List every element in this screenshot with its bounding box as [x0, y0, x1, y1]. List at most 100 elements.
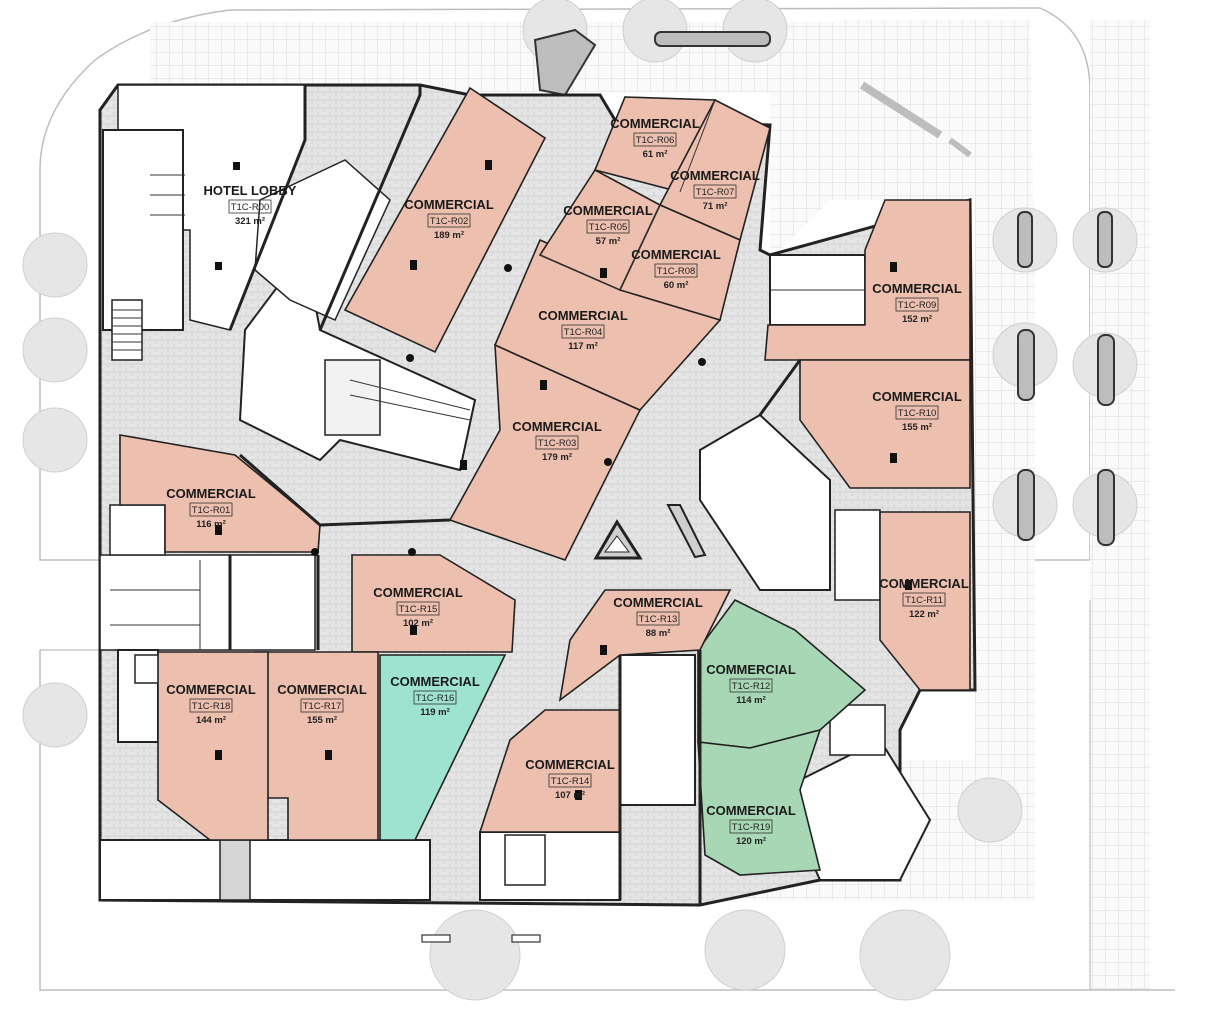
unit-area: 107 m²: [555, 790, 585, 801]
unit-area: 189 m²: [434, 230, 464, 241]
unit-r18[interactable]: [157, 651, 269, 841]
column: [410, 625, 417, 635]
unit-r02[interactable]: [343, 86, 547, 354]
unit-code: T1C-R11: [905, 595, 943, 606]
planter: [533, 28, 597, 97]
unit-name: COMMERCIAL: [631, 247, 721, 262]
unit-label-t1c-r06: COMMERCIAL T1C-R06 61 m²: [610, 116, 700, 160]
unit-code: T1C-R17: [303, 701, 342, 712]
unit-code-box: [561, 324, 605, 339]
unit-code-box: [895, 297, 939, 312]
unit-area: 61 m²: [643, 149, 668, 160]
unit-code-box: [548, 773, 592, 788]
column: [215, 262, 222, 270]
unit-code: T1C-R03: [538, 438, 577, 449]
planter: [1017, 329, 1035, 401]
unit-label-t1c-r01: COMMERCIAL T1C-R01 116 m²: [166, 486, 256, 530]
units: [119, 86, 971, 876]
column: [604, 458, 612, 466]
unit-area: 144 m²: [196, 715, 226, 726]
white-void: [619, 654, 696, 806]
unit-area: 57 m²: [596, 236, 621, 247]
unit-area: 119 m²: [420, 707, 450, 718]
south-corridor: [99, 839, 431, 901]
loading: [109, 504, 166, 556]
unit-code-box: [228, 199, 272, 214]
unit-r19[interactable]: [697, 728, 822, 876]
unit-code: T1C-R01: [192, 505, 231, 516]
unit-code-box: [427, 213, 471, 228]
unit-code: T1C-R10: [898, 408, 937, 419]
unit-area: 117 m²: [568, 341, 598, 352]
column: [406, 354, 414, 362]
service-core-south: [479, 831, 621, 901]
unit-area: 71 m²: [703, 201, 728, 212]
tree: [704, 909, 786, 991]
planter: [1097, 334, 1115, 406]
walls: [110, 85, 866, 905]
unit-name: COMMERCIAL: [610, 116, 700, 131]
unit-name: COMMERCIAL: [166, 682, 256, 697]
column: [408, 548, 416, 556]
column: [233, 162, 240, 170]
unit-code-box: [636, 611, 680, 626]
unit-area: 155 m²: [307, 715, 337, 726]
unit-area: 321 m²: [235, 216, 265, 227]
bench: [421, 934, 451, 943]
unit-code: T1C-R06: [636, 135, 675, 146]
unit-r01[interactable]: [119, 434, 321, 553]
planter: [1017, 469, 1035, 541]
car-entry: [229, 554, 316, 651]
road-edge: [39, 650, 1175, 991]
column: [890, 262, 897, 272]
unit-code-box: [895, 405, 939, 420]
unit-name: COMMERCIAL: [563, 203, 653, 218]
unit-name: COMMERCIAL: [390, 674, 480, 689]
unit-r10[interactable]: [799, 359, 971, 489]
column: [698, 358, 706, 366]
unit-area: 122 m²: [909, 609, 939, 620]
stair-west: [111, 299, 143, 361]
unit-code-box: [300, 698, 344, 713]
unit-code: T1C-R02: [430, 216, 469, 227]
tree: [957, 777, 1023, 843]
stair-south: [504, 834, 546, 886]
column: [215, 750, 222, 760]
unit-code-box: [189, 698, 233, 713]
unit-name: COMMERCIAL: [872, 389, 962, 404]
unit-code: T1C-R13: [639, 614, 678, 625]
unit-r15[interactable]: [351, 554, 516, 653]
atrium-features: [421, 81, 972, 943]
unit-label-t1c-r10: COMMERCIAL T1C-R10 155 m²: [872, 389, 962, 433]
ramp-area: [99, 554, 231, 651]
column: [311, 548, 319, 556]
unit-name: COMMERCIAL: [706, 662, 796, 677]
unit-code-box: [729, 678, 773, 693]
unit-area: 155 m²: [902, 422, 932, 433]
bench: [859, 81, 943, 139]
unit-r16[interactable]: [379, 654, 507, 841]
planters: [533, 28, 1115, 546]
unit-name: COMMERCIAL: [512, 419, 602, 434]
unit-name: COMMERCIAL: [166, 486, 256, 501]
tree: [22, 682, 88, 748]
unit-code: T1C-R04: [564, 327, 603, 338]
planter: [1017, 211, 1033, 268]
columns: [215, 160, 912, 800]
bench: [948, 137, 972, 158]
unit-r11[interactable]: [879, 511, 971, 691]
column: [905, 580, 912, 590]
column: [504, 264, 512, 272]
unit-area: 116 m²: [196, 519, 226, 530]
unit-r14[interactable]: [478, 709, 621, 833]
northeast-plaza: [770, 20, 1035, 300]
tree: [22, 232, 88, 298]
